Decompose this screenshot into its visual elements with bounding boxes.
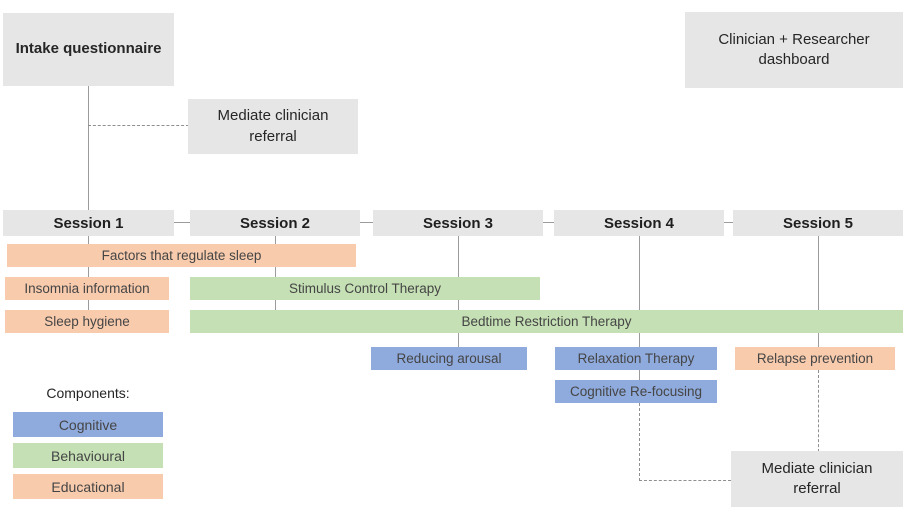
session-5-header: Session 5 (733, 210, 903, 236)
intake-to-session1-line (88, 86, 89, 210)
bar-cognitive-refocusing: Cognitive Re-focusing (555, 380, 717, 403)
legend-item-cognitive: Cognitive (13, 412, 163, 437)
bar-relapse-prevention: Relapse prevention (735, 347, 895, 370)
session3-vertical-line (458, 236, 459, 370)
session4-session5-connector (724, 222, 733, 223)
bar-factors-that-regulate-sleep: Factors that regulate sleep (7, 244, 356, 267)
legend-item-behavioural: Behavioural (13, 443, 163, 468)
bottom-referral-dashed-line (639, 480, 731, 481)
session-3-header: Session 3 (373, 210, 543, 236)
legend-title: Components: (46, 385, 130, 401)
session1-session2-connector (174, 222, 190, 223)
session4-referral-dashed-line (639, 403, 640, 481)
session2-session3-connector (360, 222, 373, 223)
clinician-researcher-dashboard-node: Clinician + Researcher dashboard (685, 12, 903, 88)
bar-reducing-arousal: Reducing arousal (371, 347, 527, 370)
bar-stimulus-control-therapy: Stimulus Control Therapy (190, 277, 540, 300)
session5-referral-dashed-line (818, 370, 819, 452)
session-4-header: Session 4 (554, 210, 724, 236)
session-2-header: Session 2 (190, 210, 360, 236)
intake-referral-dashed-line (88, 125, 189, 126)
session3-session4-connector (543, 222, 554, 223)
bar-sleep-hygiene: Sleep hygiene (5, 310, 169, 333)
bar-bedtime-restriction-therapy: Bedtime Restriction Therapy (190, 310, 903, 333)
session-1-header: Session 1 (3, 210, 174, 236)
bar-relaxation-therapy: Relaxation Therapy (555, 347, 717, 370)
legend-item-educational: Educational (13, 474, 163, 499)
mediate-referral-top-node: Mediate clinician referral (188, 99, 358, 154)
bar-insomnia-information: Insomnia information (5, 277, 169, 300)
session5-vertical-line (818, 236, 819, 370)
intake-questionnaire-node: Intake questionnaire (3, 13, 174, 86)
mediate-referral-bottom-node: Mediate clinician referral (731, 451, 903, 507)
